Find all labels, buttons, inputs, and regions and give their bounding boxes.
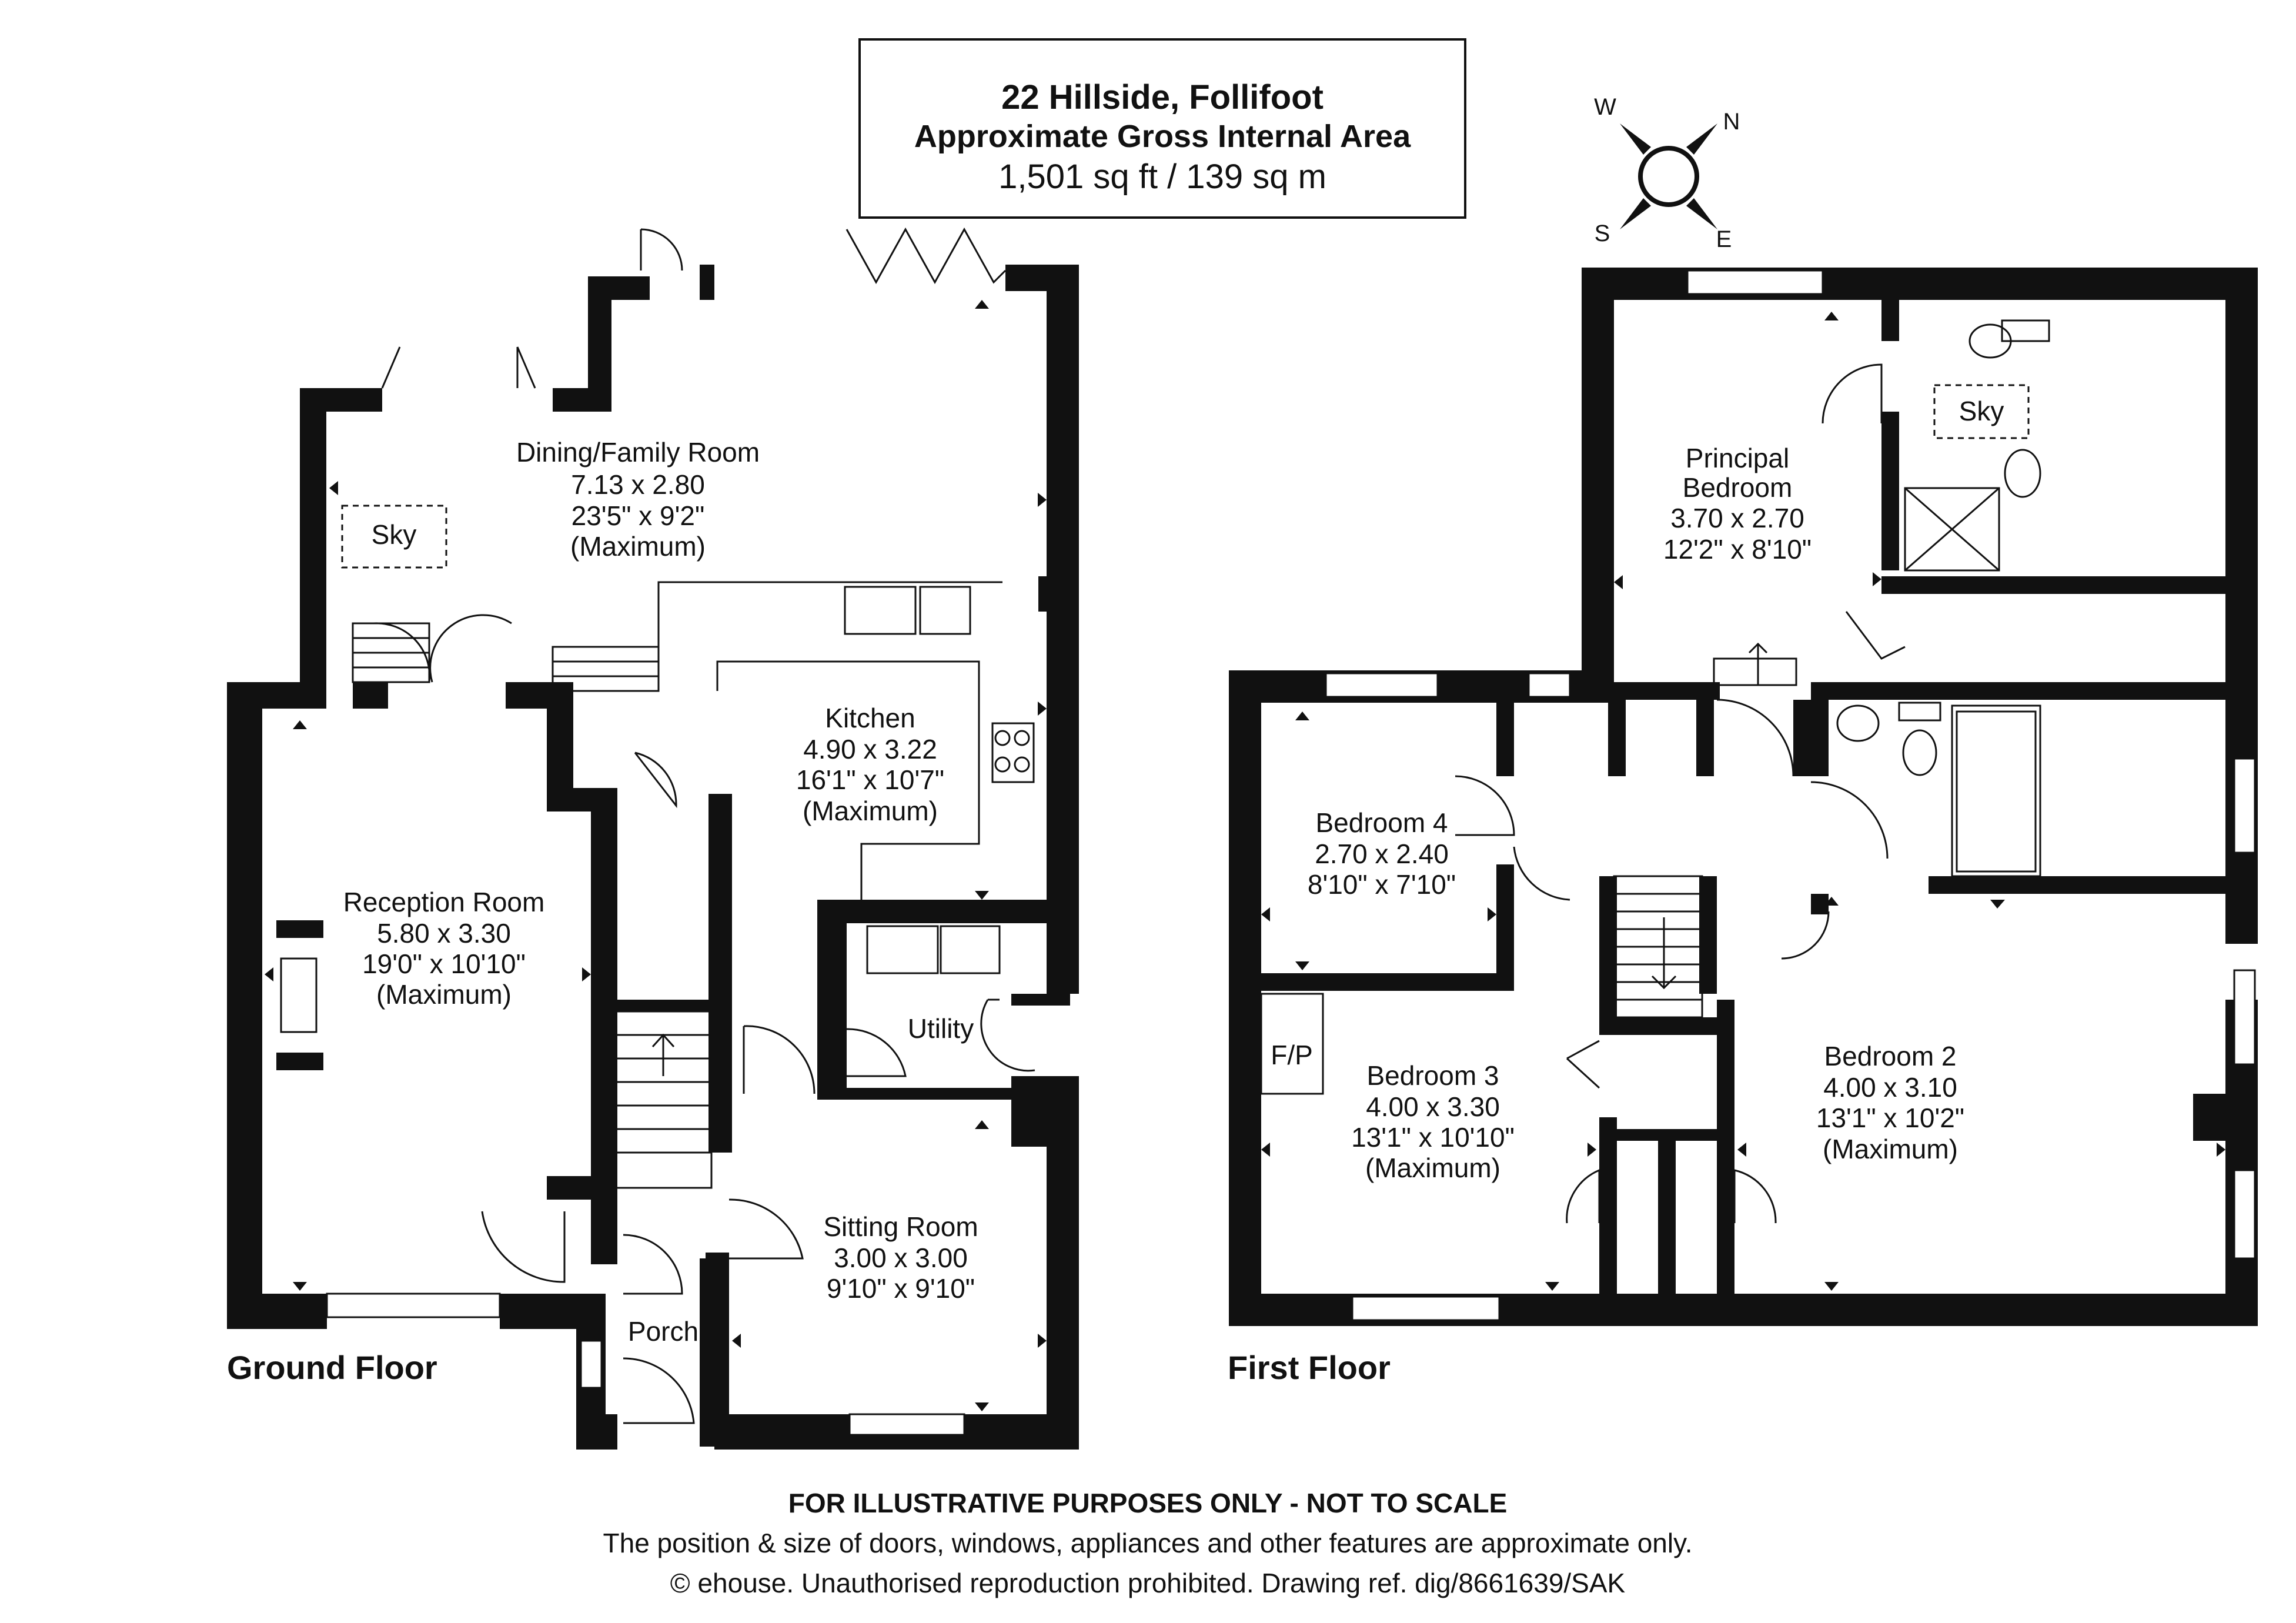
compass-east: E <box>1716 226 1732 252</box>
title-box: 22 Hillside, Follifoot Approximate Gross… <box>858 38 1466 219</box>
dining-room-imperial: 23'5" x 9'2" <box>572 500 705 531</box>
porch-name: Porch <box>628 1316 699 1347</box>
first-floor-label: First Floor <box>1228 1349 1391 1386</box>
bedroom2-name: Bedroom 2 <box>1824 1041 1956 1071</box>
kitchen-metric: 4.90 x 3.22 <box>803 734 937 764</box>
principal-bedroom-name-2: Bedroom <box>1683 472 1793 503</box>
first-floor-plan: Sky F/P <box>1228 268 2258 1386</box>
ground-floor-label: Ground Floor <box>227 1349 437 1386</box>
area-subtitle: Approximate Gross Internal Area <box>914 119 1411 154</box>
bedroom2-metric: 4.00 x 3.10 <box>1823 1072 1957 1103</box>
fp-cupboard-label: F/P <box>1271 1040 1313 1070</box>
kitchen-note: (Maximum) <box>803 796 938 826</box>
reception-room-imperial: 19'0" x 10'10" <box>362 949 526 979</box>
compass-south: S <box>1595 221 1610 246</box>
kitchen-imperial: 16'1" x 10'7" <box>796 764 944 795</box>
copyright-text: © ehouse. Unauthorised reproduction proh… <box>670 1568 1626 1598</box>
bedroom3-name: Bedroom 3 <box>1366 1060 1499 1091</box>
ground-skylight-label: Sky <box>372 519 417 550</box>
sitting-room-metric: 3.00 x 3.00 <box>834 1243 968 1273</box>
principal-bedroom-metric: 3.70 x 2.70 <box>1670 503 1804 533</box>
reception-room-note: (Maximum) <box>376 979 512 1010</box>
utility-name: Utility <box>908 1013 974 1044</box>
bedroom4-metric: 2.70 x 2.40 <box>1315 839 1449 869</box>
reception-room-metric: 5.80 x 3.30 <box>377 918 511 949</box>
compass-west: W <box>1594 94 1616 120</box>
dining-room-metric: 7.13 x 2.80 <box>571 469 705 500</box>
first-skylight-label: Sky <box>1959 396 2004 426</box>
bedroom4-imperial: 8'10" x 7'10" <box>1308 869 1456 900</box>
compass-north: N <box>1723 109 1740 135</box>
sitting-room-imperial: 9'10" x 9'10" <box>827 1273 975 1304</box>
dining-room-name: Dining/Family Room <box>516 437 760 467</box>
approximation-note: The position & size of doors, windows, a… <box>603 1528 1693 1558</box>
ground-floor-plan: Sky <box>227 227 1079 1450</box>
bedroom3-imperial: 13'1" x 10'10" <box>1351 1122 1515 1153</box>
disclaimer-text: FOR ILLUSTRATIVE PURPOSES ONLY - NOT TO … <box>788 1488 1508 1518</box>
property-address: 22 Hillside, Follifoot <box>1001 78 1324 116</box>
bedroom4-name: Bedroom 4 <box>1315 807 1448 838</box>
principal-bedroom-name: Principal <box>1686 443 1789 473</box>
gross-area: 1,501 sq ft / 139 sq m <box>998 158 1326 196</box>
principal-bedroom-imperial: 12'2" x 8'10" <box>1663 534 1812 565</box>
bedroom3-note: (Maximum) <box>1365 1153 1500 1183</box>
footer: FOR ILLUSTRATIVE PURPOSES ONLY - NOT TO … <box>603 1488 1693 1598</box>
kitchen-name: Kitchen <box>825 703 915 733</box>
compass-icon: W N S E <box>1594 94 1740 252</box>
bedroom3-metric: 4.00 x 3.30 <box>1366 1091 1500 1122</box>
sitting-room-name: Sitting Room <box>823 1211 978 1242</box>
dining-room-note: (Maximum) <box>570 531 706 562</box>
bedroom2-imperial: 13'1" x 10'2" <box>1816 1103 1964 1133</box>
bedroom2-note: (Maximum) <box>1823 1134 1958 1164</box>
reception-room-name: Reception Room <box>343 887 545 917</box>
